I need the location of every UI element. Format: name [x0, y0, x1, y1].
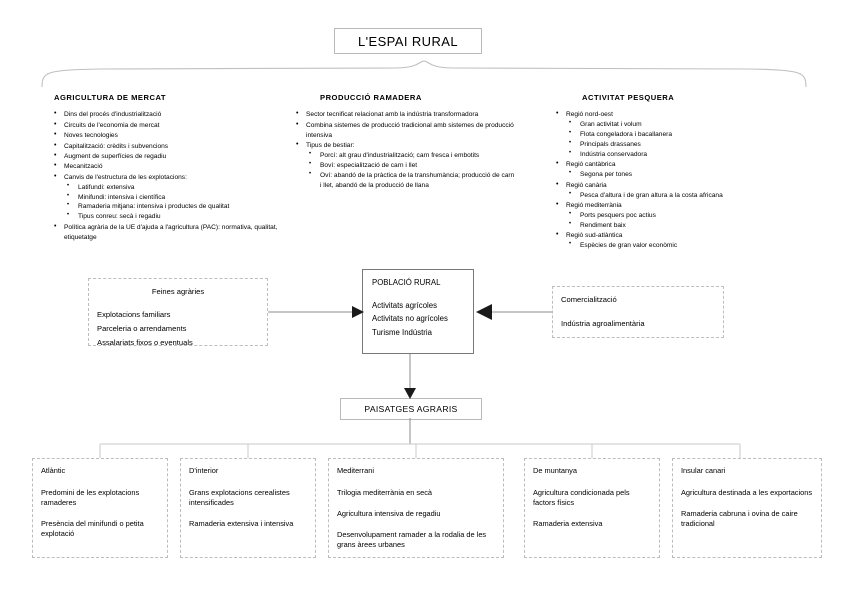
box-line: Grans explotacions cerealistes intensifi…	[189, 487, 290, 507]
sub-list-item: Gran activitat i volum	[566, 119, 802, 130]
box-paisatge-insular-canari: Insular canari Agricultura destinada a l…	[672, 458, 822, 558]
sub-list: Porcí: alt grau d'industrialització; car…	[306, 150, 517, 191]
box-poblacio-rural: POBLACIÓ RURAL Activitats agrícoles Acti…	[362, 269, 474, 354]
sub-list-item: Indústria conservadora	[566, 149, 802, 160]
box-heading: Atlàntic	[41, 466, 66, 475]
box-heading: D'interior	[189, 466, 219, 475]
list-item: Augment de superfícies de regadiu	[50, 152, 290, 162]
box-line: Agricultura intensiva de regadiu	[337, 508, 441, 518]
box-paisatge-atlantic: Atlàntic Predomini de les explotacions r…	[32, 458, 168, 558]
list-item: Política agrària de la UE d'ajuda a l'ag…	[50, 223, 290, 243]
list-item: Dins del procés d'industrialització	[50, 110, 290, 120]
box-paisatge-mediterrani: Mediterrani Trilogia mediterrània en sec…	[328, 458, 504, 558]
box-heading: PAISATGES AGRARIS	[364, 404, 458, 414]
box-line: Activitats agrícoles	[372, 300, 437, 310]
sub-list-item: Minifundi: intensiva i científica	[64, 192, 290, 203]
box-line: Ramaderia cabruna i ovina de caire tradi…	[681, 508, 798, 528]
list-item: Sector tecnificat relacionat amb la indú…	[292, 110, 517, 120]
sub-list: Pesca d'altura i de gran altura a la cos…	[566, 190, 802, 201]
list-item: Noves tecnologies	[50, 131, 290, 141]
arrow-head-icon	[476, 304, 492, 320]
sub-list-item: Boví: especialització de carn i llet	[306, 160, 517, 171]
box-line: Indústria agroalimentària	[561, 319, 645, 329]
title-brace-icon	[41, 60, 807, 88]
list-item: Combina sistemes de producció tradiciona…	[292, 121, 517, 141]
page-title-text: L'ESPAI RURAL	[358, 33, 458, 49]
box-line: Ramaderia extensiva	[533, 518, 603, 528]
list-item: Regió cantàbrica Segona per tones	[552, 160, 802, 180]
box-line: Assalariats fixos o eventuals	[97, 338, 193, 348]
box-line: Parceleria o arrendaments	[97, 324, 187, 334]
list-item: Capitalització: crèdits i subvencions	[50, 142, 290, 152]
sub-list-item: Principals drassanes	[566, 139, 802, 150]
box-paisatges-agraris: PAISATGES AGRARIS	[340, 398, 482, 420]
sub-list: Ports pesquers poc actius Rendiment baix	[566, 210, 802, 231]
column-heading: AGRICULTURA DE MERCAT	[54, 93, 167, 102]
list-item: Circuits de l'economia de mercat	[50, 121, 290, 131]
sub-list-item: Ramaderia mitjana: intensiva i productes…	[64, 201, 290, 212]
box-paisatge-dinterior: D'interior Grans explotacions cerealiste…	[180, 458, 316, 558]
box-heading: De muntanya	[533, 466, 577, 475]
list-item: Tipus de bestiar: Porcí: alt grau d'indu…	[292, 141, 517, 190]
sub-list-item: Espècies de gran valor econòmic	[566, 240, 802, 251]
box-feines-agraries: Feines agràries Explotacions familiars P…	[88, 278, 268, 347]
column-heading: PRODUCCIÓ RAMADERA	[320, 93, 422, 102]
column-activitat-pesquera: ACTIVITAT PESQUERA Regió nord-oest Gran …	[552, 92, 802, 251]
sub-list-item: Tipus conreu: secà i regadiu	[64, 211, 290, 222]
box-heading: Feines agràries	[151, 287, 205, 296]
box-line: Agricultura condicionada pels factors fí…	[533, 487, 630, 507]
box-line: Indústria	[402, 327, 432, 337]
box-line: Predomini de les explotacions ramaderes	[41, 487, 140, 507]
list-item: Regió nord-oest Gran activitat i volum F…	[552, 110, 802, 159]
list-item: Mecanització	[50, 162, 290, 172]
box-comercialitzacio: Comercialització Indústria agroalimentàr…	[552, 286, 724, 338]
sub-list-item: Rendiment baix	[566, 220, 802, 231]
box-heading: Comercialització	[561, 295, 617, 304]
sub-list: Espècies de gran valor econòmic	[566, 240, 802, 251]
sub-list-item: Flota congeladora i bacallanera	[566, 129, 802, 140]
sub-list-item: Oví: abandó de la pràctica de la transhu…	[306, 170, 517, 191]
sub-list-item: Segona per tones	[566, 169, 802, 180]
sub-list: Latifundi: extensiva Minifundi: intensiv…	[64, 182, 290, 223]
list-item: Canvis de l'estructura de les explotacio…	[50, 173, 290, 222]
column-list: Regió nord-oest Gran activitat i volum F…	[552, 110, 802, 250]
box-heading: Insular canari	[681, 466, 726, 475]
sub-list-item: Latifundi: extensiva	[64, 182, 290, 193]
box-heading: POBLACIÓ RURAL	[372, 278, 441, 287]
box-line: Agricultura destinada a les exportacions	[681, 487, 813, 497]
column-list: Dins del procés d'industrialització Circ…	[50, 110, 290, 242]
list-item: Regió sud-atlàntica Espècies de gran val…	[552, 231, 802, 251]
box-line: Trilogia mediterrània en secà	[337, 487, 433, 497]
box-line: Turisme	[372, 327, 400, 337]
column-agricultura: AGRICULTURA DE MERCAT Dins del procés d'…	[50, 92, 290, 243]
list-item: Regió canària Pesca d'altura i de gran a…	[552, 181, 802, 201]
column-list: Sector tecnificat relacionat amb la indú…	[292, 110, 517, 190]
sub-list: Gran activitat i volum Flota congeladora…	[566, 119, 802, 160]
column-heading: ACTIVITAT PESQUERA	[582, 93, 675, 102]
list-item: Regió mediterrània Ports pesquers poc ac…	[552, 201, 802, 231]
box-line: Activitats no agrícoles	[372, 314, 448, 324]
sub-list: Segona per tones	[566, 169, 802, 180]
box-line: Explotacions familiars	[97, 310, 171, 320]
sub-list-item: Ports pesquers poc actius	[566, 210, 802, 221]
page-title: L'ESPAI RURAL	[334, 28, 482, 54]
box-line: Desenvolupament ramader a la rodalia de …	[337, 529, 487, 549]
sub-list-item: Pesca d'altura i de gran altura a la cos…	[566, 190, 802, 201]
box-line: Ramaderia extensiva i intensiva	[189, 518, 294, 528]
box-paisatge-de-muntanya: De muntanya Agricultura condicionada pel…	[524, 458, 660, 558]
sub-list-item: Porcí: alt grau d'industrialització; car…	[306, 150, 517, 161]
column-produccio-ramadera: PRODUCCIÓ RAMADERA Sector tecnificat rel…	[292, 92, 517, 191]
box-heading: Mediterrani	[337, 466, 374, 475]
box-line: Presència del minifundi o petita explota…	[41, 518, 144, 538]
